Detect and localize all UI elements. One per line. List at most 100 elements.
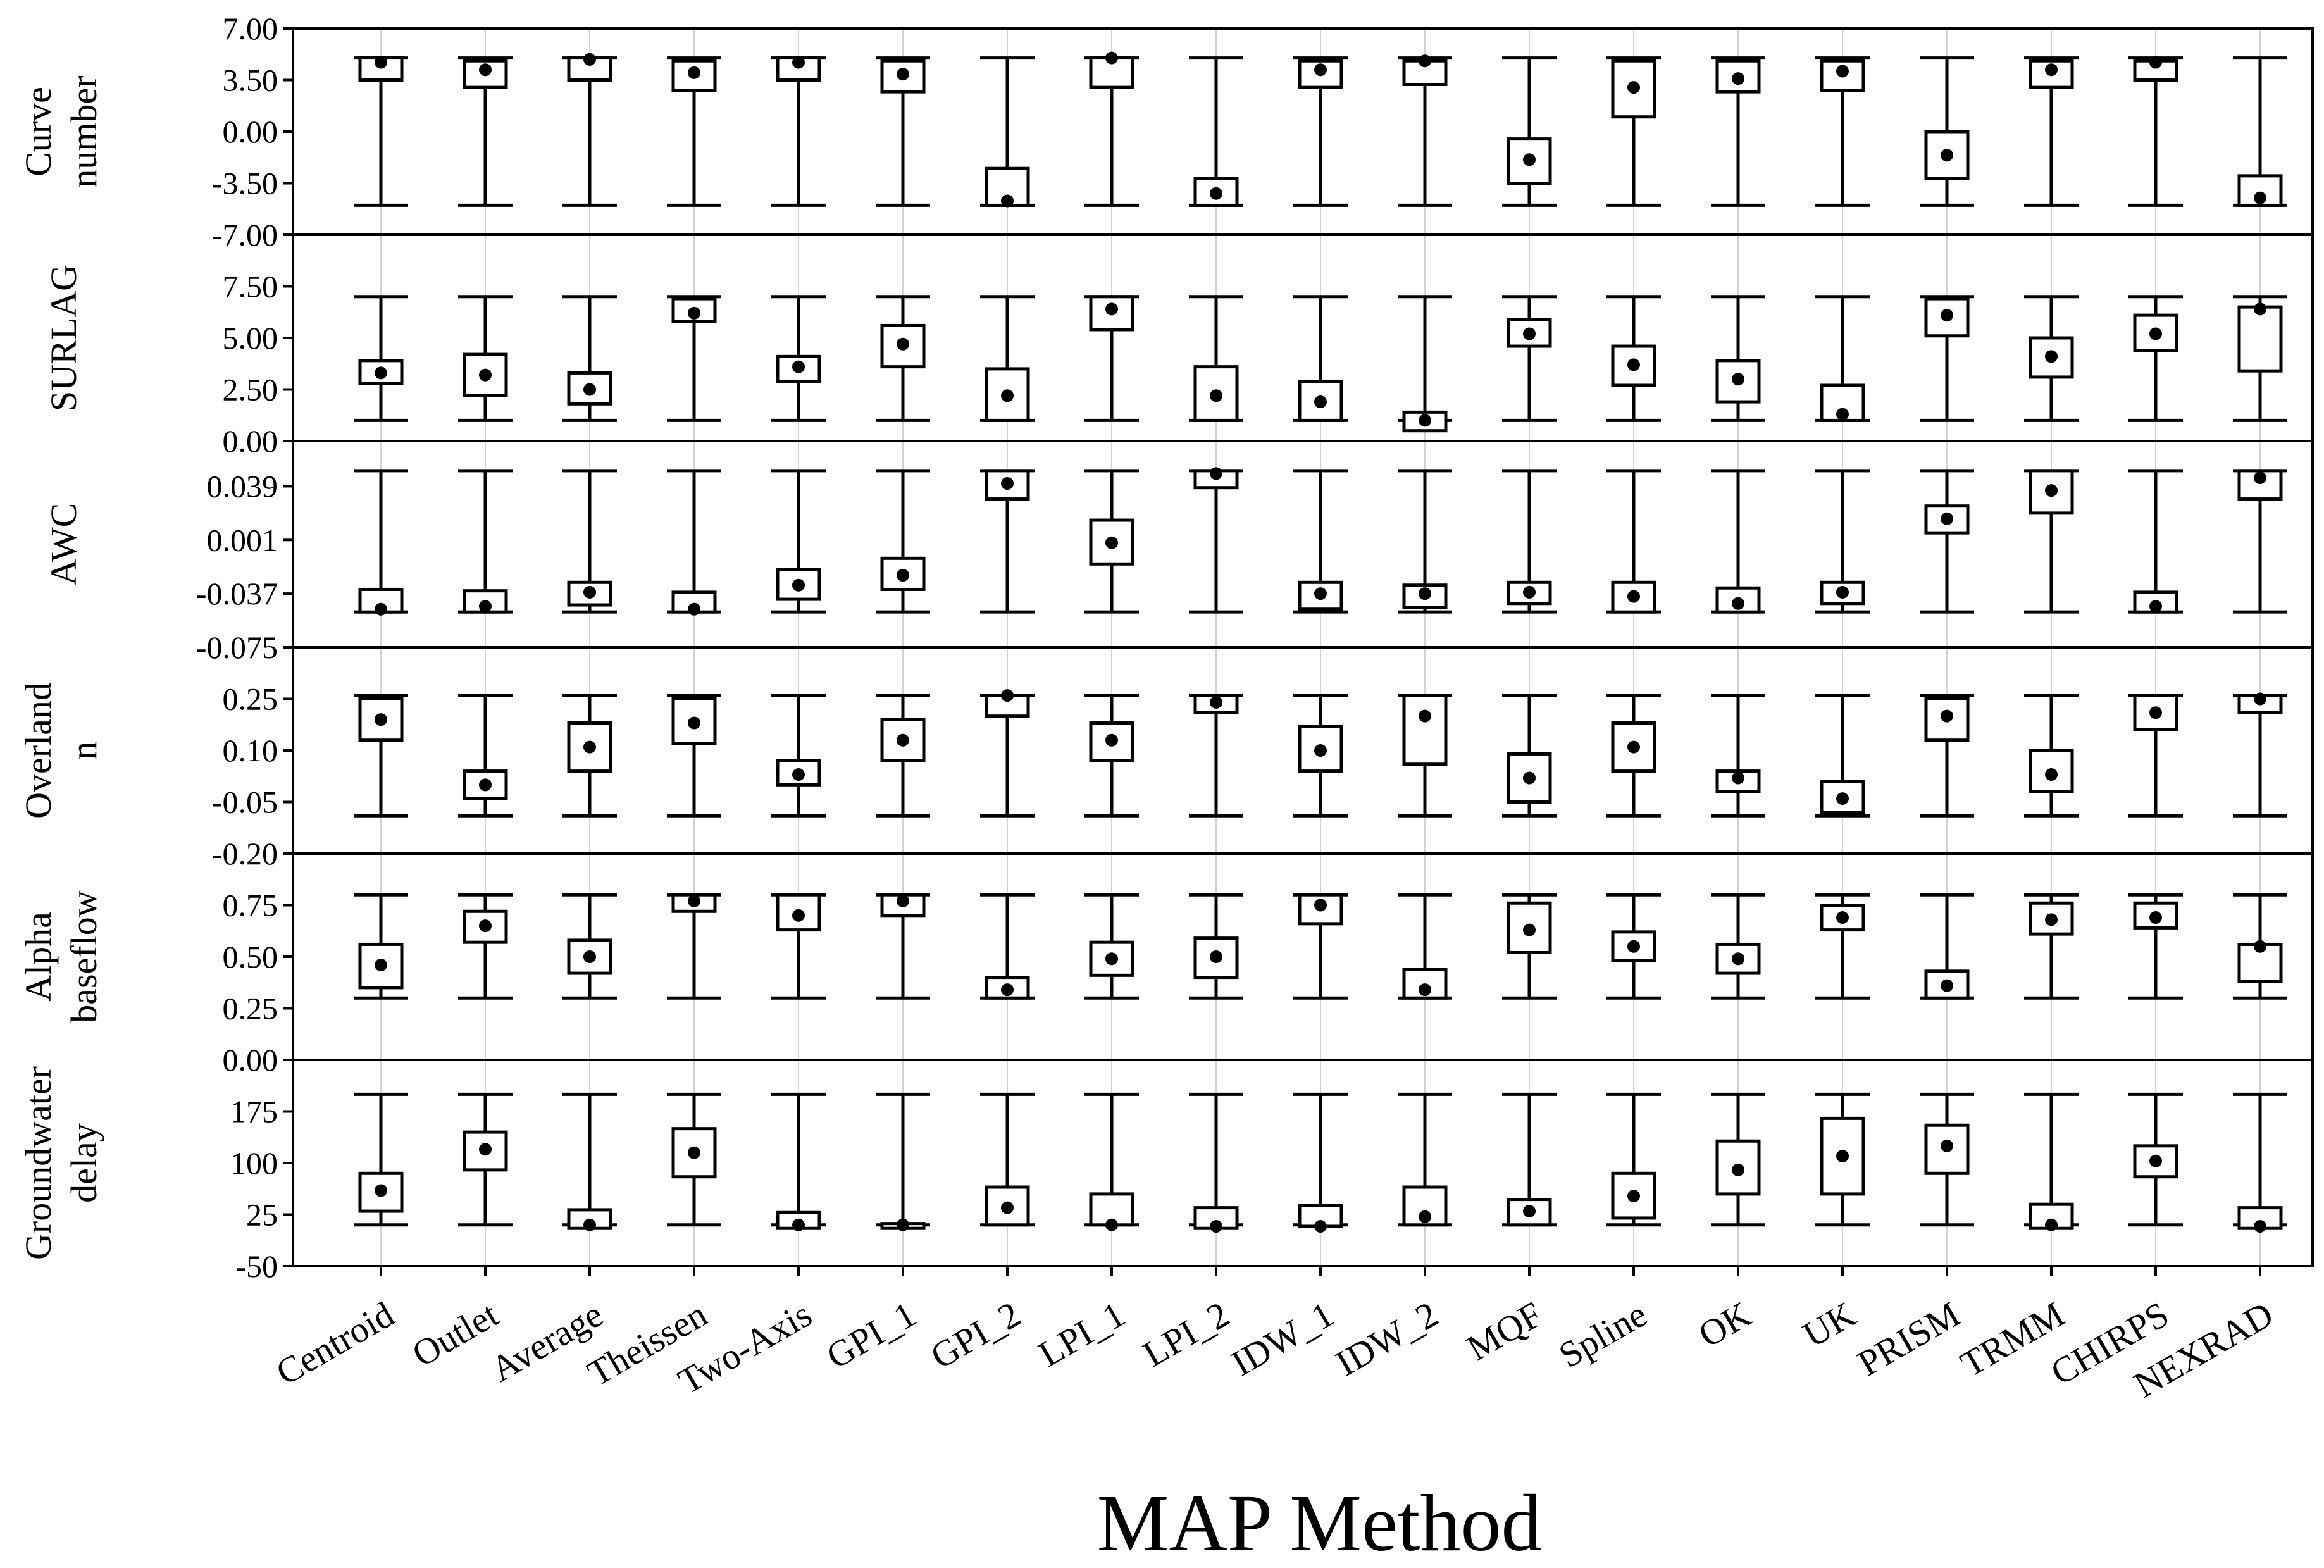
iqr-box xyxy=(2029,749,2074,793)
x-tick-label-lpi_2: LPI_2 xyxy=(1136,1293,1236,1375)
median-dot xyxy=(792,56,805,69)
box-gpi_2 xyxy=(980,469,1035,614)
box-lpi_1 xyxy=(1084,893,1139,1000)
box-trmm xyxy=(2024,893,2079,1000)
panel-label: Groundwater xyxy=(18,1066,59,1260)
box-average xyxy=(562,1092,617,1231)
y-tick-label: 100 xyxy=(230,1145,278,1181)
box-chirps xyxy=(2128,694,2183,818)
x-tick-label-ok: OK xyxy=(1691,1293,1758,1355)
box-lpi_2 xyxy=(1189,467,1243,614)
box-lpi_2 xyxy=(1189,56,1243,207)
box-centroid xyxy=(354,469,408,616)
panel-label: n xyxy=(63,742,104,760)
median-dot xyxy=(2149,911,2162,924)
iqr-box xyxy=(1193,177,1239,207)
box-idw_2 xyxy=(1398,1092,1452,1227)
box-centroid xyxy=(354,56,408,207)
median-dot xyxy=(1419,414,1431,427)
box-chirps xyxy=(2128,295,2183,422)
median-dot xyxy=(1001,476,1014,490)
box-theissen xyxy=(667,1092,721,1227)
median-dot xyxy=(1732,952,1744,966)
box-lpi_2 xyxy=(1189,893,1243,1000)
median-dot xyxy=(1523,1205,1536,1218)
box-mqf xyxy=(1502,1092,1557,1227)
median-dot xyxy=(2254,692,2266,706)
median-dot xyxy=(1210,950,1222,963)
box-idw_1 xyxy=(1293,893,1348,1000)
box-two-axis xyxy=(771,1092,826,1231)
median-dot xyxy=(1210,187,1222,200)
box-uk xyxy=(1815,295,1870,422)
box-gpi_1 xyxy=(876,893,930,1000)
median-dot xyxy=(1419,709,1431,723)
box-idw_2 xyxy=(1398,54,1452,207)
box-average xyxy=(562,469,617,614)
box-chirps xyxy=(2128,1092,2183,1227)
y-tick-label: -0.075 xyxy=(196,630,278,665)
median-dot xyxy=(1001,194,1014,208)
box-theissen xyxy=(667,469,721,616)
median-dot xyxy=(583,1218,596,1231)
median-dot xyxy=(1105,536,1118,549)
panel-label: baseflow xyxy=(63,890,104,1023)
median-dot xyxy=(897,894,909,907)
median-dot xyxy=(1732,771,1744,785)
median-dot xyxy=(897,1218,909,1231)
median-dot xyxy=(2149,56,2162,69)
x-tick-label-idw_2: IDW_2 xyxy=(1329,1293,1445,1384)
median-dot xyxy=(1419,983,1431,997)
box-chirps xyxy=(2128,469,2183,614)
x-tick-label-prism: PRISM xyxy=(1851,1293,1967,1384)
median-dot xyxy=(897,569,909,582)
median-dot xyxy=(2149,600,2162,613)
median-dot xyxy=(1001,1201,1014,1214)
median-dot xyxy=(792,1218,805,1231)
median-dot xyxy=(2254,302,2266,316)
box-outlet xyxy=(458,893,513,1000)
panel-label: Curve xyxy=(18,87,59,177)
median-dot xyxy=(1941,512,1953,525)
median-dot xyxy=(1732,1163,1744,1176)
box-prism xyxy=(1920,694,1974,818)
median-dot xyxy=(1419,1210,1431,1223)
box-ok xyxy=(1711,56,1765,207)
x-tick-label-mqf: MQF xyxy=(1460,1293,1549,1369)
box-outlet xyxy=(458,1092,513,1227)
box-gpi_1 xyxy=(876,295,930,422)
median-dot xyxy=(2254,940,2266,953)
box-theissen xyxy=(667,893,721,1000)
box-two-axis xyxy=(771,694,826,818)
x-tick-label-gpi_2: GPI_2 xyxy=(924,1293,1028,1377)
median-dot xyxy=(1836,585,1849,599)
y-tick-label: -50 xyxy=(235,1248,278,1284)
median-dot xyxy=(1941,149,1953,162)
median-dot xyxy=(1523,923,1536,936)
box-lpi_2 xyxy=(1189,1092,1243,1233)
median-dot xyxy=(688,716,700,730)
y-tick-label: 0.50 xyxy=(223,939,278,974)
panel-label: SURLAG xyxy=(43,264,84,411)
iqr-box xyxy=(358,697,404,742)
y-tick-label: 2.50 xyxy=(223,372,278,408)
median-dot xyxy=(1941,309,1953,322)
box-spline xyxy=(1606,295,1661,422)
box-outlet xyxy=(458,295,513,422)
median-dot xyxy=(688,894,700,907)
box-spline xyxy=(1606,56,1661,207)
box-trmm xyxy=(2024,469,2079,614)
iqr-box xyxy=(1507,318,1552,348)
median-dot xyxy=(1314,587,1327,600)
box-idw_1 xyxy=(1293,1092,1348,1233)
panel-label: Alpha xyxy=(18,912,59,1002)
median-dot xyxy=(792,578,805,592)
box-nexrad xyxy=(2233,893,2287,1000)
panel-label: Overland xyxy=(18,682,59,819)
median-dot xyxy=(1836,792,1849,806)
